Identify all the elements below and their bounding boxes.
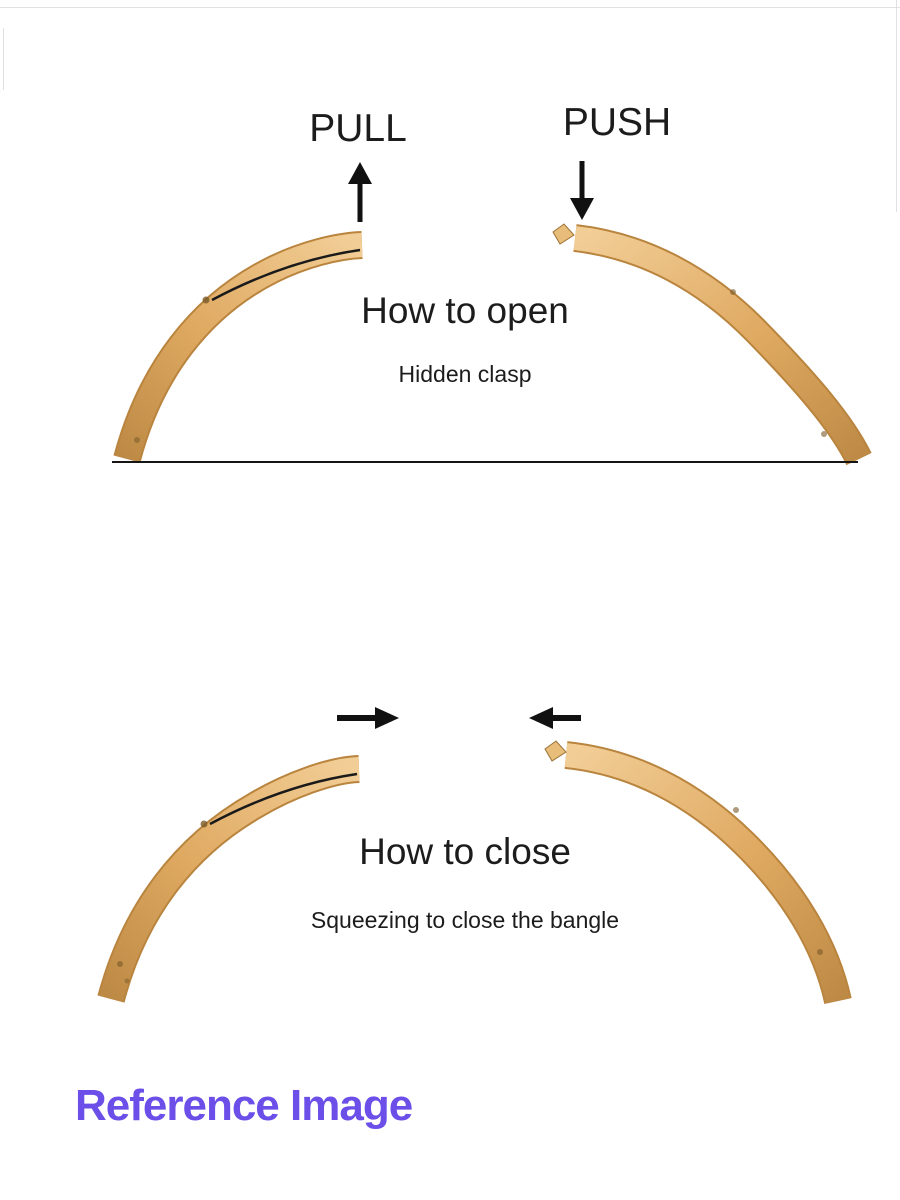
push-label: PUSH [562, 101, 672, 144]
open-diagram-graphics [112, 161, 872, 466]
close-diagram-graphics [97, 707, 852, 1005]
gem-dot [733, 807, 739, 813]
gem-dot [124, 978, 130, 984]
gem-dot [821, 431, 827, 437]
reference-image-label: Reference Image [75, 1081, 413, 1130]
gem-dot [817, 949, 823, 955]
edge-artifact-left [3, 28, 4, 90]
up-arrow-icon [348, 162, 372, 222]
down-arrow-icon [570, 161, 594, 220]
right-arrow-icon [337, 707, 399, 729]
clasp-seam-line [211, 248, 361, 302]
close-subtitle: Squeezing to close the bangle [310, 907, 620, 933]
gem-dot [730, 289, 736, 295]
left-arrow-icon [529, 707, 581, 729]
bangle-left-half [113, 231, 363, 463]
open-title: How to open [361, 290, 569, 331]
clasp-seam-line [209, 772, 358, 826]
gem-dot [117, 961, 123, 967]
gem-dot [202, 296, 210, 304]
clasp-notch [552, 223, 575, 245]
clasp-notch [544, 740, 567, 762]
gem-dot [134, 437, 140, 443]
bangle-right-half [544, 740, 852, 1005]
bangle-left-half [97, 755, 360, 1003]
gem-dot [200, 820, 208, 828]
pull-label: PULL [309, 107, 407, 150]
open-subtitle: Hidden clasp [398, 361, 532, 387]
edge-artifact-right [896, 0, 897, 212]
close-title: How to close [359, 831, 571, 872]
edge-artifact-top [0, 7, 900, 8]
bangle-right-half [552, 223, 872, 466]
